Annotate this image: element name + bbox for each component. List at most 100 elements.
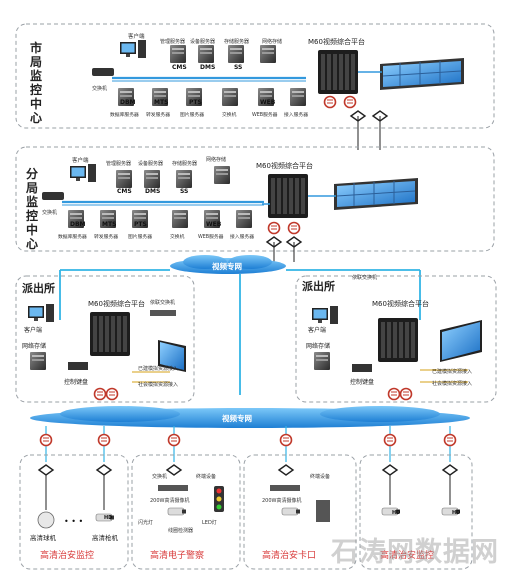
- watermark: 石涛网数据网: [331, 537, 499, 568]
- city-center-frame: [15, 23, 495, 129]
- city-switch2-label: 交换机: [222, 111, 237, 118]
- city-title-1: 市: [30, 40, 42, 55]
- branch-db-server-label: 数据库服务器: [58, 233, 87, 240]
- branch-mts-label: MTS: [102, 221, 116, 228]
- edge-led-label: LED灯: [202, 519, 217, 526]
- station-left-frame: [15, 275, 195, 403]
- branch-access-server-label: 接入服务器: [230, 233, 254, 240]
- city-fwd-server-label: 转发服务器: [146, 111, 170, 118]
- edge-coil-label: 线圈检测器: [168, 527, 193, 534]
- city-video-wall: [379, 57, 465, 91]
- branch-web-label: WEB: [206, 221, 222, 228]
- branch-netstore-label: 网络存储: [206, 156, 226, 163]
- station-left-platform-label: M60视频综合平台: [88, 299, 145, 308]
- branch-client-label: 客户端: [72, 156, 89, 164]
- city-switch-icon: [92, 68, 114, 76]
- city-platform-rack: [318, 50, 358, 94]
- branch-dms-label: DMS: [145, 188, 160, 195]
- branch-web-server-label: WEB服务器: [198, 233, 224, 240]
- edge-dots: • • •: [64, 517, 83, 526]
- branch-fwd-server-label: 转发服务器: [94, 233, 118, 240]
- edge-flash-label: 闪光灯: [138, 519, 153, 526]
- station-right-social-label: 社会模拟资源接入: [432, 380, 472, 387]
- city-switch-label: 交换机: [92, 85, 107, 92]
- video-private-network-cloud-1: [170, 255, 286, 274]
- station-right-client-label: 客户端: [308, 326, 326, 334]
- station-right-title: 派出所: [302, 279, 335, 293]
- station-right-switch-label: 依联交换机: [352, 274, 377, 281]
- city-device-label: 设备服务器: [190, 38, 215, 45]
- station-right-analog-label: 已建模拟资源接入: [432, 368, 472, 375]
- station-right-keyboard-label: 控制键盘: [350, 378, 374, 386]
- branch-cms-label: CMS: [117, 188, 132, 195]
- city-mts-label: MTS: [154, 99, 168, 106]
- edge-frame-1: [19, 454, 129, 570]
- city-pts-label: PTS: [189, 99, 202, 106]
- cloud-2-label: 视频专网: [222, 413, 252, 423]
- branch-manage-label: 管理服务器: [106, 160, 131, 167]
- branch-switch-label: 交换机: [42, 209, 57, 216]
- station-left-social-label: 社会模拟资源接入: [138, 381, 178, 388]
- station-right-rack: [378, 318, 418, 362]
- edge-hd-tag-2: HD: [392, 510, 400, 516]
- edge-frame-4: [359, 454, 473, 570]
- city-platform-label: M60视频综合平台: [308, 37, 365, 46]
- edge-switch-label: 交换机: [152, 473, 167, 480]
- edge-section-2: 高清电子警察: [150, 549, 204, 561]
- branch-platform-rack: [268, 174, 308, 218]
- station-left-netstore-label: 网络存储: [22, 342, 46, 350]
- station-left-rack: [90, 312, 130, 356]
- edge-hd-gun-label: 高清枪机: [92, 533, 119, 542]
- city-cms-label: CMS: [172, 64, 187, 71]
- edge-hd-dome-label: 高清球机: [30, 533, 57, 542]
- city-dms-label: DMS: [200, 64, 215, 71]
- edge-section-1: 高清治安监控: [40, 549, 94, 561]
- station-right-frame: [295, 275, 497, 403]
- station-left-analog-label: 已建模拟资源接入: [138, 365, 178, 372]
- branch-pic-server-label: 图片服务器: [128, 233, 152, 240]
- branch-device-label: 设备服务器: [138, 160, 163, 167]
- branch-storage-label: 存储服务器: [172, 160, 197, 167]
- branch-server-row: [42, 164, 264, 228]
- station-left-title: 派出所: [22, 281, 55, 295]
- branch-platform-label: M60视频综合平台: [256, 161, 313, 170]
- edge-cam200w-label: 200W高清摄像机: [150, 497, 190, 504]
- city-pic-server-label: 图片服务器: [180, 111, 204, 118]
- branch-switch-icon: [42, 192, 64, 200]
- city-web-label: WEB: [260, 99, 276, 106]
- edge-section-3: 高清治安卡口: [262, 549, 316, 561]
- branch-dbm-label: DBM: [70, 221, 86, 228]
- station-right-platform-label: M60视频综合平台: [372, 299, 429, 308]
- branch-switch2-label: 交换机: [170, 233, 185, 240]
- branch-video-wall: [333, 177, 419, 211]
- city-netstore-label: 网络存储: [262, 38, 282, 45]
- video-private-network-cloud-2: [30, 406, 470, 428]
- edge-terminal-label: 终端设备: [196, 473, 216, 480]
- city-ss-label: SS: [234, 64, 242, 71]
- branch-ss-label: SS: [180, 188, 188, 195]
- station-left-client-label: 客户端: [24, 326, 42, 334]
- branch-center-frame: [15, 146, 495, 252]
- city-db-server-label: 数据库服务器: [110, 111, 139, 118]
- branch-pts-label: PTS: [134, 221, 147, 228]
- edge-section-4: 高清治安监控: [380, 549, 434, 561]
- edge-frame-3: [243, 454, 357, 570]
- city-client-label: 客户端: [128, 32, 145, 40]
- edge-frame-2: [131, 454, 241, 570]
- station-left-keyboard-label: 控制键盘: [64, 378, 88, 386]
- cloud-1-label: 视频专网: [212, 261, 242, 271]
- station-left-switch-label: 依联交换机: [150, 299, 175, 306]
- edge-cam200w-2-label: 200W高清摄像机: [262, 497, 302, 504]
- branch-center-title: 分局监控中心: [26, 166, 38, 251]
- edge-hd-tag-3: HD: [452, 510, 460, 516]
- edge-terminal2-label: 终端设备: [310, 473, 330, 480]
- hd-dome-icon: [37, 511, 55, 529]
- station-right-netstore-label: 网络存储: [306, 342, 330, 350]
- city-center-title: 市局监控中心: [30, 40, 42, 125]
- city-dbm-label: DBM: [120, 99, 136, 106]
- edge-hd-tag-1: HD: [104, 515, 112, 521]
- city-web-server-label: WEB服务器: [252, 111, 278, 118]
- city-access-server-label: 接入服务器: [284, 111, 308, 118]
